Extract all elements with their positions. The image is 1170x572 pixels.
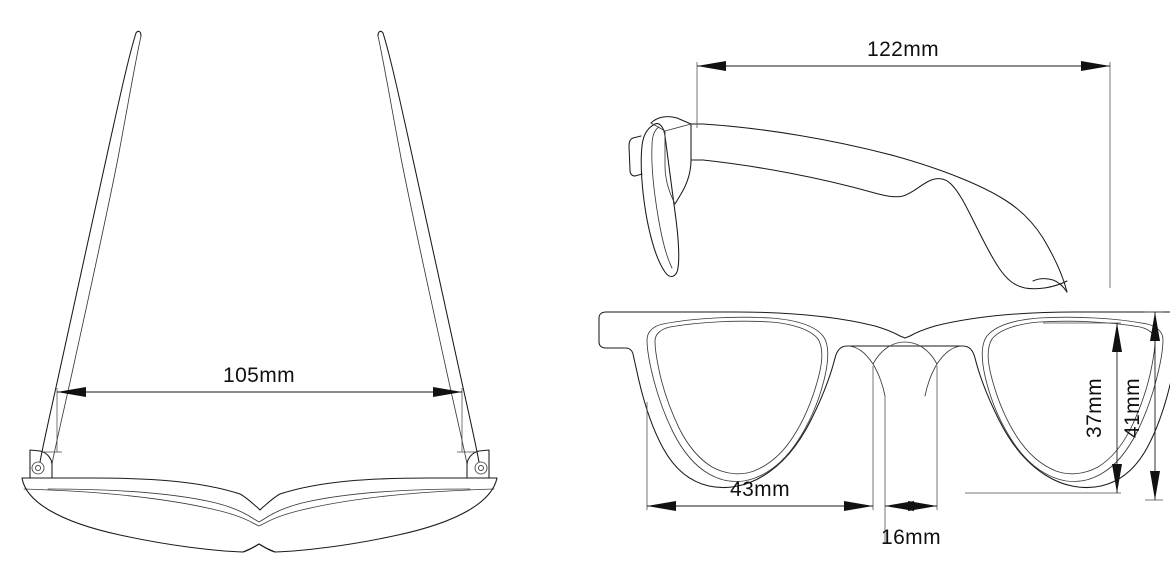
dimension-16mm: 16mm bbox=[881, 366, 941, 549]
top-view-lens-band-line bbox=[23, 488, 495, 527]
top-view-right-hinge bbox=[466, 449, 490, 479]
dimension-37mm: 37mm bbox=[965, 322, 1122, 494]
dimension-43mm: 43mm bbox=[646, 366, 874, 511]
arrow-43-left bbox=[647, 501, 676, 511]
front-view-nose-bridge-arch-top bbox=[872, 341, 938, 365]
top-view-right-hinge-screw-inner bbox=[477, 464, 485, 472]
side-view-group: 122mm bbox=[628, 38, 1111, 293]
top-view-right-temple-outer bbox=[382, 32, 480, 463]
dimension-label-16mm: 16mm bbox=[881, 526, 941, 549]
arrow-105-left bbox=[57, 387, 86, 397]
top-view-right-temple-tip bbox=[377, 30, 384, 37]
dimension-41mm: 41mm bbox=[1121, 311, 1163, 501]
top-view-left-temple-outer bbox=[39, 32, 137, 463]
top-view-left-hinge-screw-outer bbox=[31, 461, 45, 475]
arrow-16-left bbox=[885, 501, 914, 511]
dimension-label-43mm: 43mm bbox=[730, 478, 790, 501]
front-view-nose-bridge bbox=[846, 345, 964, 397]
front-view-group: 43mm 16mm 37mm bbox=[598, 311, 1170, 549]
arrow-16-right bbox=[908, 501, 937, 511]
dimension-label-41mm: 41mm bbox=[1121, 378, 1144, 438]
dimension-label-122mm: 122mm bbox=[867, 38, 939, 61]
dimension-label-105mm: 105mm bbox=[223, 364, 295, 387]
side-view-lens-rim-inner bbox=[651, 126, 673, 269]
front-view-left-endpiece bbox=[624, 347, 634, 355]
arrow-122-left bbox=[697, 61, 726, 71]
front-view-right-lens-inner bbox=[987, 320, 1156, 475]
top-view-left-temple-inner bbox=[51, 35, 142, 465]
side-view-front-block-edge bbox=[650, 122, 692, 132]
side-and-front-view-drawing: 122mm bbox=[598, 38, 1170, 549]
top-view-left-hinge-screw-inner bbox=[34, 464, 42, 472]
front-view-left-lens-inner bbox=[654, 320, 823, 475]
top-view-left-hinge bbox=[29, 449, 53, 479]
top-view-left-temple-tip bbox=[135, 30, 142, 37]
arrow-41-bottom bbox=[1150, 471, 1160, 500]
side-view-temple-upper-edge bbox=[702, 123, 1068, 293]
side-view-front-block-bottom bbox=[664, 130, 676, 205]
dimension-122mm: 122mm bbox=[696, 38, 1111, 288]
top-view-frame-bottom-edge bbox=[21, 477, 498, 553]
dimension-label-37mm: 37mm bbox=[1083, 378, 1106, 438]
top-view-nose-bridge-notch bbox=[242, 543, 276, 553]
arrow-41-top bbox=[1150, 312, 1160, 341]
arrow-105-right bbox=[433, 387, 462, 397]
top-view-frame-top-edge bbox=[21, 477, 498, 511]
top-view-right-hinge-screw-outer bbox=[474, 461, 488, 475]
side-view-front-block bbox=[650, 116, 692, 205]
side-view-temple-tip bbox=[1032, 278, 1068, 293]
side-view-nose-pad-tab bbox=[628, 135, 643, 177]
arrow-37-bottom bbox=[1112, 464, 1122, 493]
front-view-left-lens-outer bbox=[646, 316, 829, 482]
side-view-temple-lower-edge bbox=[702, 159, 1068, 290]
top-view-right-temple-inner bbox=[377, 35, 468, 465]
dimension-105mm: 105mm bbox=[44, 364, 475, 453]
front-view-frame-outline bbox=[598, 311, 1170, 489]
front-view-right-lens-outer bbox=[981, 316, 1164, 482]
arrow-122-right bbox=[1081, 61, 1110, 71]
side-view-lens-rim-outer bbox=[640, 123, 680, 278]
top-view-frame-inner-contour bbox=[47, 488, 471, 523]
arrow-37-top bbox=[1112, 323, 1122, 352]
top-view-drawing: 105mm bbox=[21, 30, 498, 553]
arrow-43-right bbox=[844, 501, 873, 511]
